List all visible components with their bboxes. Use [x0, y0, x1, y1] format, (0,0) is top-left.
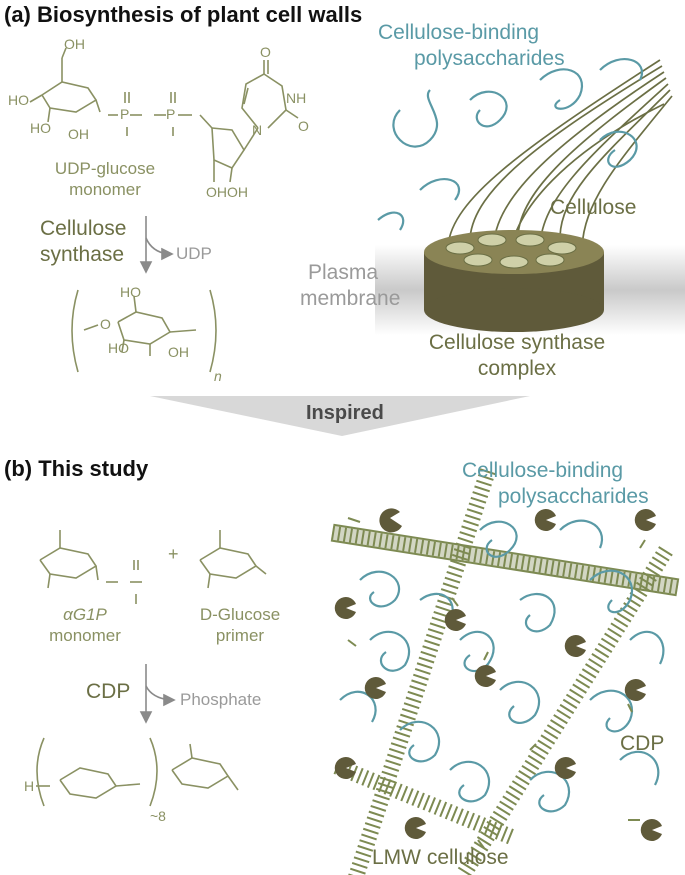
- label-oh-rep: OH: [168, 344, 189, 360]
- ag1p-label-2: monomer: [49, 626, 121, 645]
- udp-glucose-label-2: monomer: [69, 180, 141, 199]
- cellulose-fibers: [447, 59, 673, 259]
- panel-b-cellulose-binding-label: Cellulose-binding polysaccharides: [462, 458, 649, 510]
- label-o-rep: O: [100, 316, 111, 332]
- label-ohoh: OHOH: [206, 184, 248, 200]
- d-glucose-structure: [199, 530, 267, 589]
- ribbon-diagonal-1: [344, 468, 496, 875]
- label-oh-top: OH: [64, 36, 85, 52]
- label-p2: P: [166, 106, 176, 122]
- d-glucose-label-2: primer: [215, 626, 265, 645]
- synthase-complex-label: Cellulose synthase complex: [392, 330, 642, 382]
- cdp-enzymes: [334, 508, 662, 842]
- small-arrows: [347, 517, 646, 849]
- cdp-enzyme-label: CDP: [86, 680, 131, 703]
- cellulose-repeat-structure: [71, 289, 217, 373]
- ag1p-label: αG1P monomer: [20, 604, 150, 646]
- lmw-cellulose-ribbons: [330, 468, 680, 875]
- repeat-subscript-8: ~8: [150, 808, 166, 824]
- ribbon-bottom: [333, 758, 516, 845]
- ribbon-horizontal: [330, 523, 680, 597]
- panel-b-cellulose-binding-1: Cellulose-binding: [462, 459, 624, 482]
- udp-glucose-structure: [29, 47, 299, 183]
- label-ho-2: HO: [30, 120, 51, 136]
- panel-a-reaction-arrow: [139, 216, 174, 274]
- cellulose-synthase-label-2: synthase: [40, 243, 125, 266]
- panel-a-polysaccharides: [377, 58, 643, 231]
- label-nh: NH: [286, 90, 307, 106]
- h-end-label: H: [24, 778, 35, 794]
- label-o-u1: O: [260, 44, 271, 60]
- inspired-label: Inspired: [306, 402, 384, 424]
- plasma-membrane-label-1: Plasma: [308, 261, 379, 284]
- cellulose-synthase-label-1: Cellulose: [40, 217, 127, 240]
- phosphate-byproduct-label: Phosphate: [180, 690, 262, 709]
- plasma-membrane-label-2: membrane: [300, 287, 401, 310]
- panel-a-cellulose-binding-2: polysaccharides: [414, 47, 565, 70]
- d-glucose-label-1: D-Glucose: [199, 605, 281, 624]
- cdp-diagram-label: CDP: [620, 732, 665, 755]
- panel-a-cellulose-binding-1: Cellulose-binding: [378, 21, 540, 44]
- repeat-subscript-n: n: [214, 368, 222, 384]
- panel-a-cellulose-binding-label: Cellulose-binding polysaccharides: [378, 20, 565, 72]
- udp-glucose-label-1: UDP-glucose: [54, 159, 156, 178]
- synthase-complex-label-2: complex: [477, 357, 557, 380]
- label-ho-rep: HO: [120, 284, 141, 300]
- label-n: N: [252, 122, 263, 138]
- label-ho-1: HO: [8, 92, 29, 108]
- panel-a-title: (a) Biosynthesis of plant cell walls: [4, 2, 363, 27]
- label-ho-rep2: HO: [108, 340, 129, 356]
- lmw-cellulose-structure: [36, 737, 239, 807]
- panel-b-title: (b) This study: [4, 456, 149, 481]
- cellulose-synthase-label: Cellulose synthase: [40, 216, 126, 268]
- panel-b-polysaccharides: [339, 519, 665, 813]
- panel-b-cellulose-binding-2: polysaccharides: [498, 485, 649, 508]
- lmw-cellulose-label: LMW cellulose: [372, 846, 509, 869]
- synthase-complex-label-1: Cellulose synthase: [428, 331, 606, 354]
- plus-sign: +: [168, 544, 179, 564]
- inspired-arrow: [150, 396, 530, 436]
- d-glucose-label: D-Glucose primer: [180, 604, 300, 646]
- synthase-complex: [424, 230, 604, 332]
- udp-byproduct-label: UDP: [176, 244, 212, 263]
- udp-glucose-label: UDP-glucose monomer: [30, 158, 180, 200]
- plasma-membrane-label: Plasma membrane: [300, 260, 400, 312]
- panel-b-reaction-arrow: [139, 664, 176, 724]
- label-p1: P: [120, 106, 130, 122]
- label-o-u2: O: [298, 118, 309, 134]
- cellulose-label: Cellulose: [550, 196, 637, 219]
- ag1p-label-1: αG1P: [63, 605, 107, 624]
- label-oh-1: OH: [68, 126, 89, 142]
- ag1p-structure: [39, 530, 142, 604]
